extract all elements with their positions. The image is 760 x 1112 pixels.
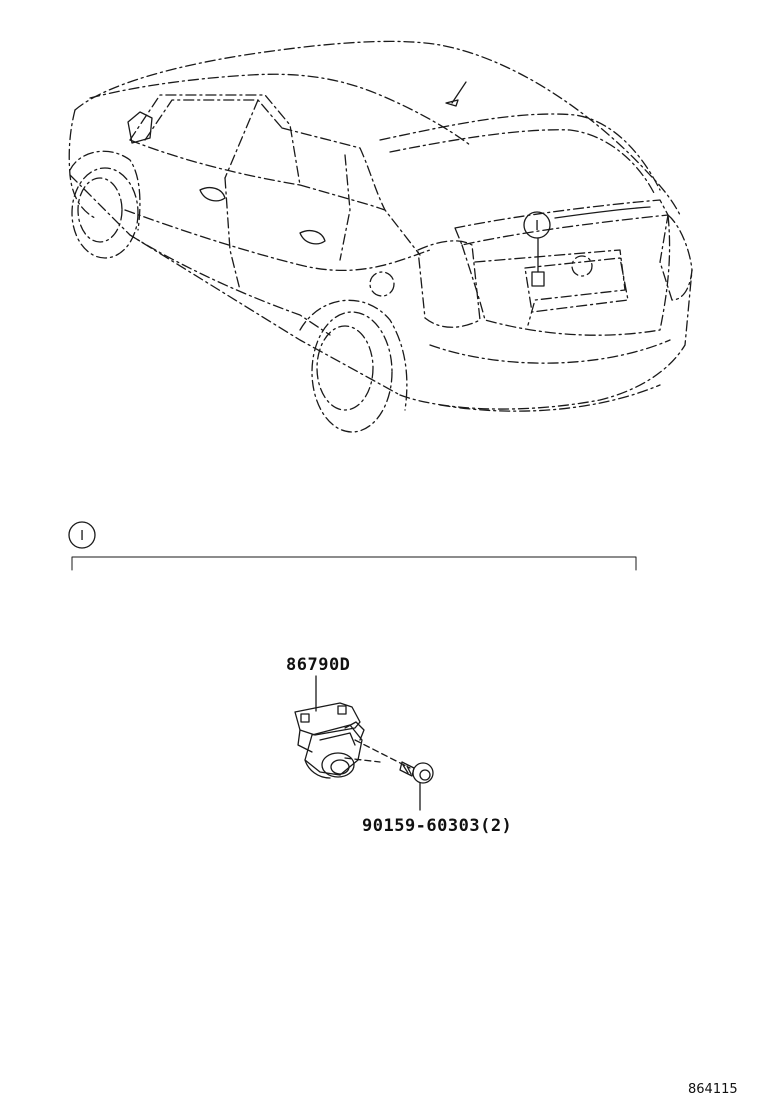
callout-marker: I xyxy=(523,211,551,239)
part-label-camera: 86790D xyxy=(286,655,350,675)
section-letter: I xyxy=(80,529,84,544)
figure-id: 864115 xyxy=(688,1082,738,1097)
camera-part xyxy=(294,675,411,779)
section-header: I xyxy=(68,521,637,571)
part-label-screw: 90159-60303(2) xyxy=(362,816,512,836)
car-illustration xyxy=(68,40,693,433)
callout-letter: I xyxy=(535,219,539,234)
screw-part xyxy=(399,761,434,811)
